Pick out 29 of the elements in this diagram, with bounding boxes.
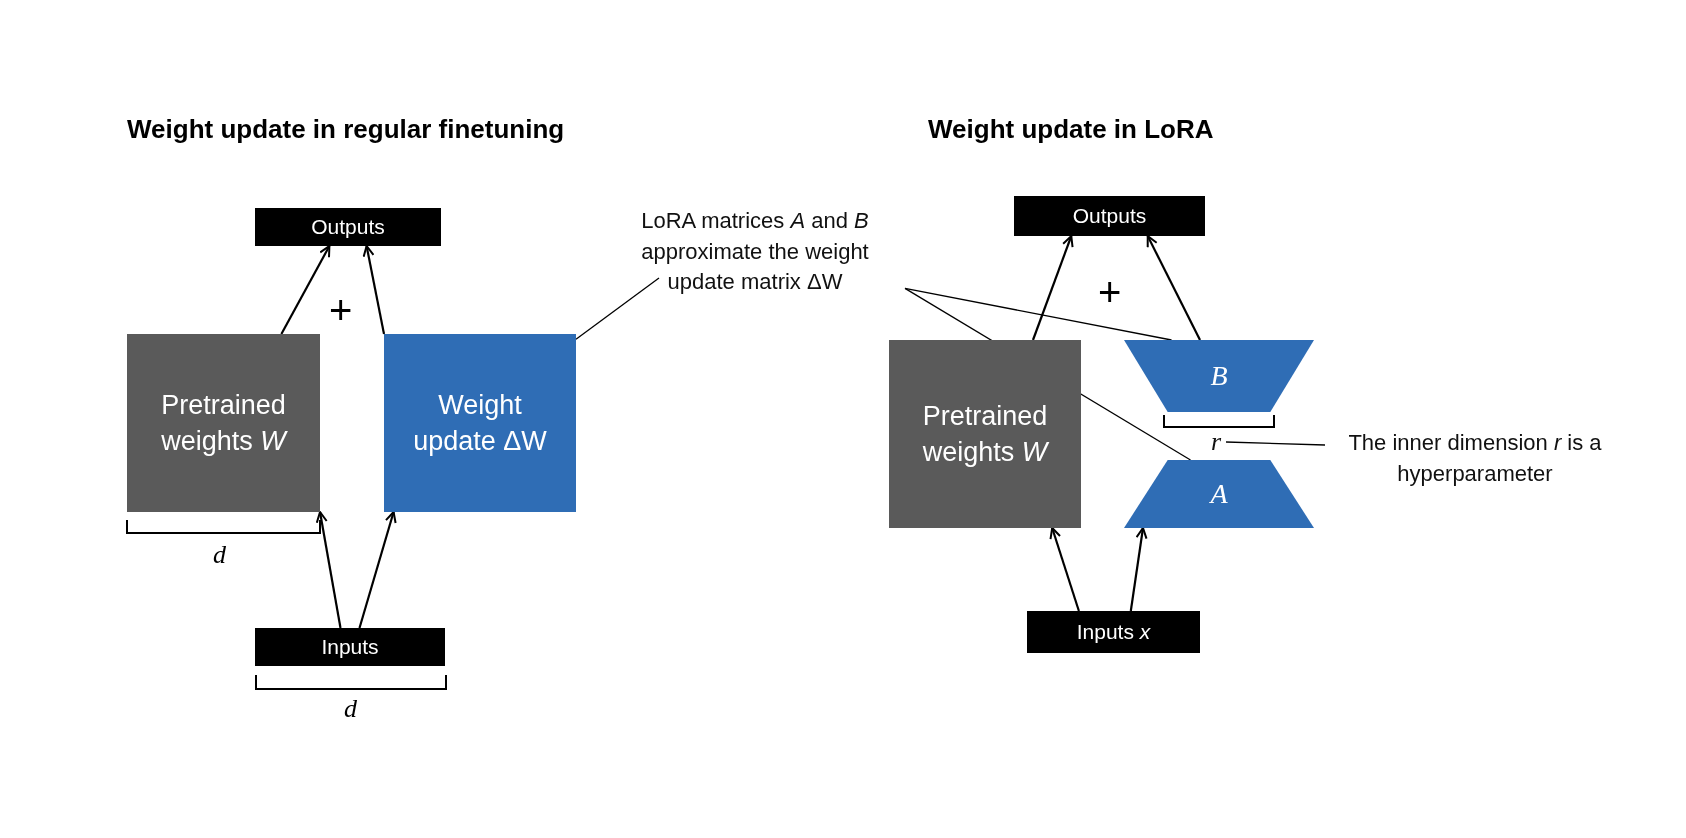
input-box: Inputs x bbox=[1027, 611, 1200, 653]
input-box: Inputs bbox=[255, 628, 445, 666]
output-box: Outputs bbox=[1014, 196, 1205, 236]
output-box: Outputs bbox=[255, 208, 441, 246]
panel-title: Weight update in LoRA bbox=[928, 114, 1214, 145]
dimension-symbol: r bbox=[1206, 428, 1226, 456]
matrix-trapezoid: B bbox=[1124, 340, 1314, 412]
arrow bbox=[315, 511, 342, 629]
annotation-text: The inner dimension r is a hyperparameter bbox=[1325, 424, 1625, 494]
leader-line bbox=[1225, 441, 1326, 446]
arrow bbox=[358, 511, 397, 629]
plus-sign: + bbox=[1098, 272, 1122, 312]
annotation-text: LoRA matrices A and B approximate the weight update matrix ΔW bbox=[605, 200, 905, 304]
weights-box: Pretrained weights W bbox=[127, 334, 320, 512]
weights-box: Pretrained weights W bbox=[889, 340, 1081, 528]
arrow bbox=[1031, 235, 1074, 341]
plus-sign: + bbox=[329, 290, 353, 330]
arrow bbox=[362, 245, 386, 335]
dimension-label: d bbox=[213, 540, 226, 570]
panel-title: Weight update in regular finetuning bbox=[127, 114, 565, 145]
matrix-trapezoid: A bbox=[1124, 460, 1314, 528]
update-box: Weight update ΔW bbox=[384, 334, 576, 512]
arrow bbox=[1049, 527, 1080, 612]
arrow bbox=[1146, 235, 1201, 341]
leader-line bbox=[904, 287, 1173, 341]
leader-line bbox=[575, 277, 660, 340]
arrow bbox=[1129, 527, 1148, 612]
arrow bbox=[280, 245, 331, 335]
dimension-label: d bbox=[344, 694, 357, 724]
